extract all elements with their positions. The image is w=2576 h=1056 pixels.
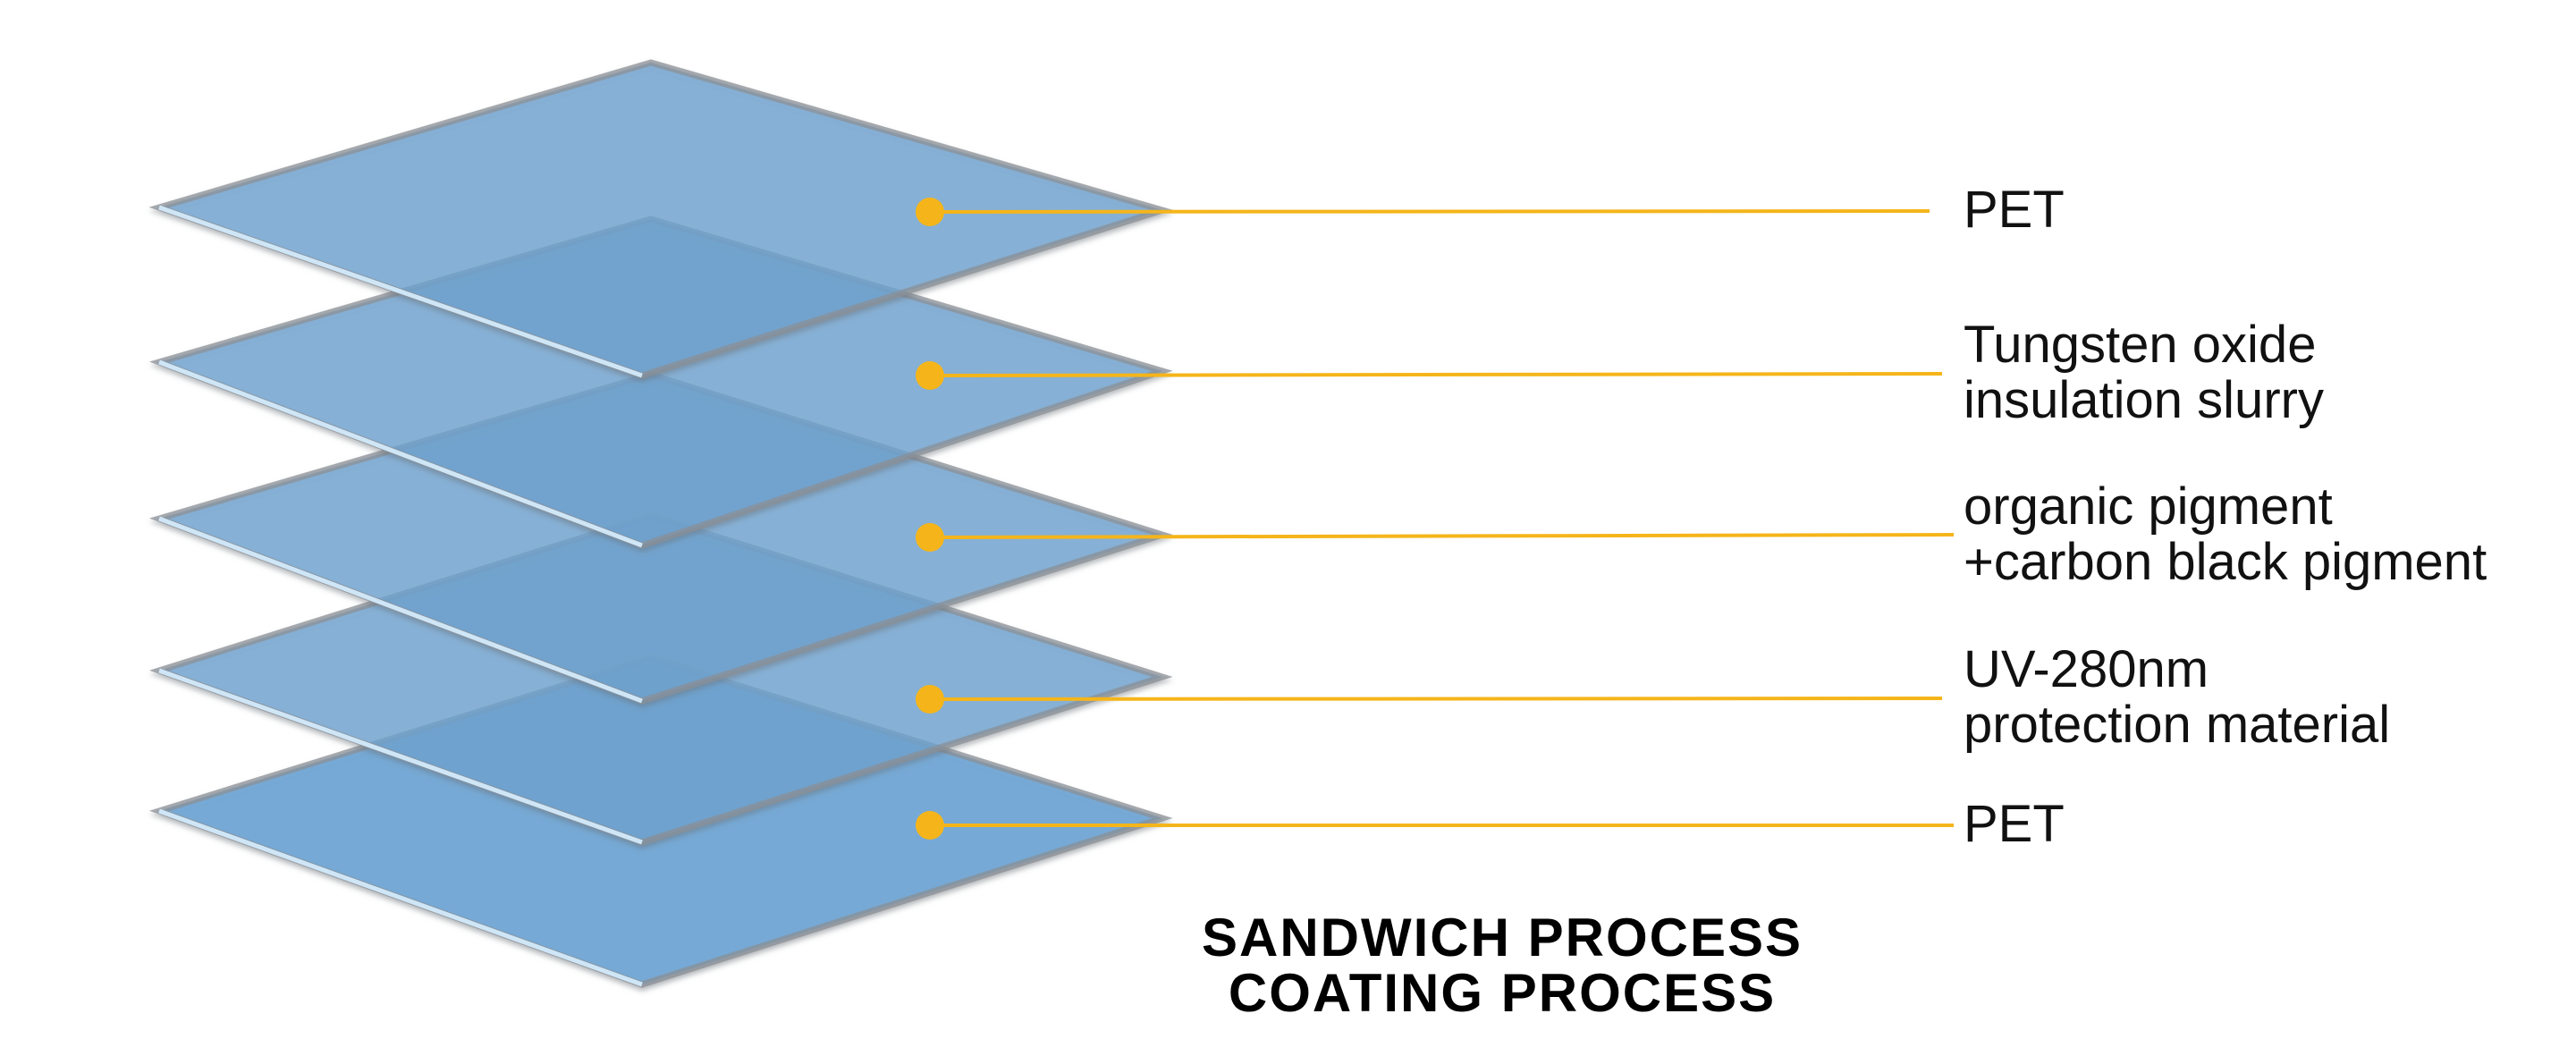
sheet-highlight-edge xyxy=(158,359,643,548)
layer-label-1: PET xyxy=(1964,182,2065,238)
sheet-highlight-edge xyxy=(158,668,643,845)
sheet-highlight-edge xyxy=(158,808,643,987)
layer-label-5: PET xyxy=(1964,797,2065,852)
diagram-caption: SANDWICH PROCESS COATING PROCESS xyxy=(966,910,2039,1021)
layer-label-line: protection material xyxy=(1964,696,2391,754)
sheet-highlight-edge xyxy=(158,205,643,378)
leader-line-4 xyxy=(929,697,1943,701)
layer-label-line: Tungsten oxide xyxy=(1964,316,2317,374)
leader-dot-4 xyxy=(916,685,944,714)
leader-line-3 xyxy=(929,533,1955,539)
stacked-sheets xyxy=(148,59,1174,988)
layer-label-line: organic pigment xyxy=(1964,477,2333,536)
layer-label-line: PET xyxy=(1964,181,2065,239)
leader-line-2 xyxy=(929,372,1943,377)
leader-dot-1 xyxy=(916,198,944,226)
layer-label-2: Tungsten oxide insulation slurry xyxy=(1964,317,2324,428)
layer-label-3: organic pigment +carbon black pigment xyxy=(1964,479,2487,590)
layer-label-line: UV-280nm xyxy=(1964,640,2209,698)
leader-lines xyxy=(916,198,1955,840)
sheet-highlight-edge xyxy=(158,516,643,704)
leader-dot-2 xyxy=(916,361,944,390)
leader-dot-5 xyxy=(916,811,944,840)
leader-line-1 xyxy=(929,209,1930,214)
caption-line-1: SANDWICH PROCESS xyxy=(1201,908,1803,967)
leader-dot-3 xyxy=(916,523,944,552)
layer-label-line: PET xyxy=(1964,795,2065,853)
layer-label-4: UV-280nm protection material xyxy=(1964,642,2390,753)
caption-line-2: COATING PROCESS xyxy=(1228,963,1777,1023)
layer-label-line: +carbon black pigment xyxy=(1964,533,2487,591)
layer-label-line: insulation slurry xyxy=(1964,371,2324,429)
